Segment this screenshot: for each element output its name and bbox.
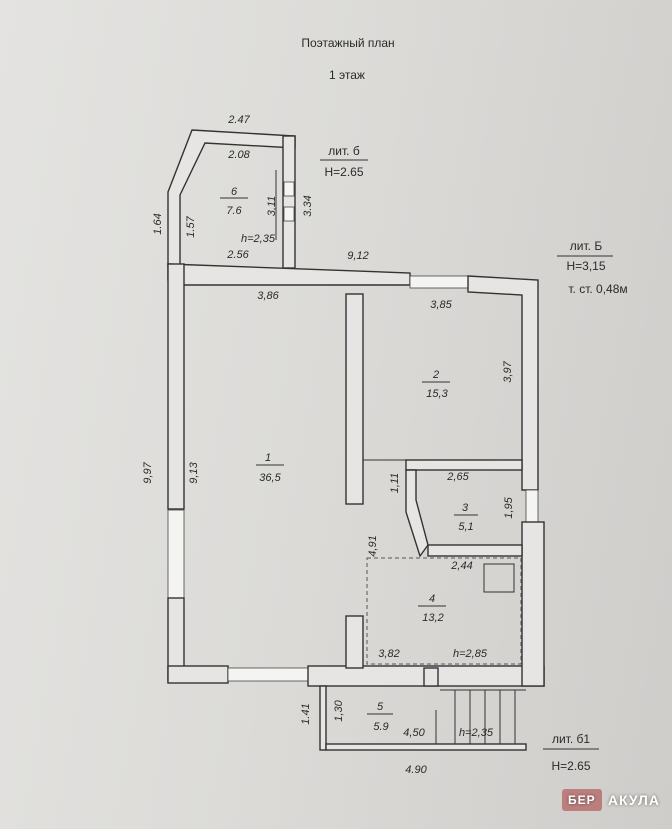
room-3-area: 5,1 xyxy=(458,521,473,533)
plan-title: Поэтажный план xyxy=(301,36,394,50)
room-6-height: h=2,35 xyxy=(241,233,276,245)
room-5-number: 5 xyxy=(377,701,384,713)
dim-2-47: 2.47 xyxy=(227,114,250,126)
room-1-area: 36,5 xyxy=(259,472,281,484)
room-6-area: 7.6 xyxy=(226,205,242,217)
room-4-number: 4 xyxy=(429,593,435,605)
room-5-area: 5.9 xyxy=(373,721,388,733)
lit-b1-height: H=2.65 xyxy=(551,759,590,773)
dim-2-65: 2,65 xyxy=(446,471,469,483)
extension-b1 xyxy=(319,667,527,751)
lit-b-small-label: лит. б xyxy=(328,144,360,158)
watermark-logo: БЕР xyxy=(561,789,602,811)
dim-1-95: 1,95 xyxy=(503,496,515,518)
watermark: БЕР АКУЛА xyxy=(561,789,660,811)
lit-B-wall-thickness: т. ст. 0,48м xyxy=(568,282,627,296)
dim-2-08: 2.08 xyxy=(227,149,250,161)
extension-b xyxy=(167,129,296,269)
room-2-area: 15,3 xyxy=(426,388,448,400)
dim-9-13: 9,13 xyxy=(188,461,200,483)
lit-B-height: H=3,15 xyxy=(566,259,605,273)
room-5-height: h=2,35 xyxy=(459,727,494,739)
room-fraction-lines xyxy=(220,159,613,750)
dim-3-11: 3,11 xyxy=(266,196,278,217)
dim-3-85: 3,85 xyxy=(430,299,452,311)
dim-1-30: 1,30 xyxy=(333,699,345,721)
dim-9-12: 9,12 xyxy=(347,250,368,262)
room-2-number: 2 xyxy=(432,369,439,381)
room-4-area: 13,2 xyxy=(422,612,443,624)
room-1-number: 1 xyxy=(265,452,271,464)
lit-b-small-height: H=2.65 xyxy=(324,165,363,179)
room-4-height: h=2,85 xyxy=(453,648,488,660)
dim-3-97: 3,97 xyxy=(502,360,514,382)
floor-label: 1 этаж xyxy=(329,68,365,82)
main-house xyxy=(167,263,545,687)
dim-3-34: 3.34 xyxy=(302,195,314,216)
dim-2-44: 2,44 xyxy=(450,560,472,572)
watermark-text: АКУЛА xyxy=(607,792,660,808)
room-3-number: 3 xyxy=(462,502,469,514)
dim-1-64: 1.64 xyxy=(152,213,164,234)
dim-1-57: 1.57 xyxy=(185,215,197,237)
dim-9-97: 9,97 xyxy=(142,461,154,483)
lit-b1-label: лит. б1 xyxy=(552,732,590,746)
dim-2-56: 2.56 xyxy=(226,249,249,261)
lit-B-label: лит. Б xyxy=(570,239,603,253)
dim-4-90: 4.90 xyxy=(405,764,427,776)
room-6-number: 6 xyxy=(231,186,238,198)
dim-4-91: 4,91 xyxy=(367,535,379,556)
dim-3-82: 3,82 xyxy=(378,648,399,660)
dim-4-50: 4,50 xyxy=(403,727,425,739)
dim-1-41: 1.41 xyxy=(300,703,312,724)
dim-1-11: 1,11 xyxy=(389,473,401,494)
dim-3-86: 3,86 xyxy=(257,290,279,302)
